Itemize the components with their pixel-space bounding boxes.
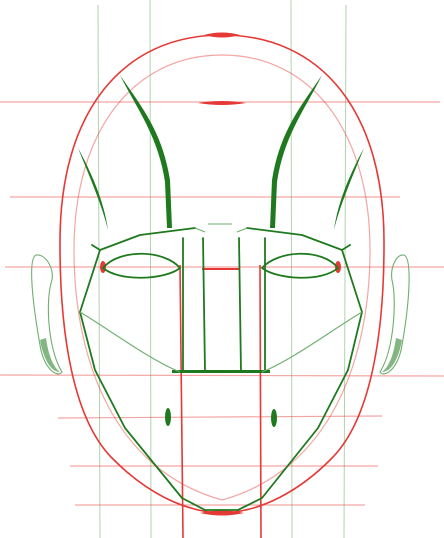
head-outline	[60, 35, 384, 513]
eye-center-dash	[202, 268, 240, 270]
nose-bridge-left	[203, 238, 205, 372]
left-ear-shade	[40, 338, 60, 372]
right-cheek-fin	[334, 148, 364, 230]
brow-inner	[195, 224, 247, 232]
brow-right	[247, 228, 350, 250]
cheek-line-right	[262, 312, 362, 372]
right-eye	[262, 254, 338, 278]
right-horn-stroke	[270, 75, 322, 228]
crown-mark	[204, 33, 240, 38]
center-line-right	[260, 265, 261, 538]
left-horn-stroke	[120, 75, 172, 228]
right-mouth-mark	[271, 409, 277, 427]
brow-left	[92, 228, 195, 250]
horizontal-guides	[0, 102, 444, 505]
left-cheek-fin	[78, 148, 108, 230]
left-eye	[103, 254, 180, 278]
left-mouth-mark	[165, 408, 171, 426]
nose-bridge-right	[239, 238, 241, 372]
jaw-right	[238, 250, 362, 510]
cheek-line-left	[80, 312, 180, 372]
right-ear-shade	[382, 338, 402, 372]
nose-base	[172, 370, 270, 373]
inner-oval-guide	[74, 55, 370, 500]
